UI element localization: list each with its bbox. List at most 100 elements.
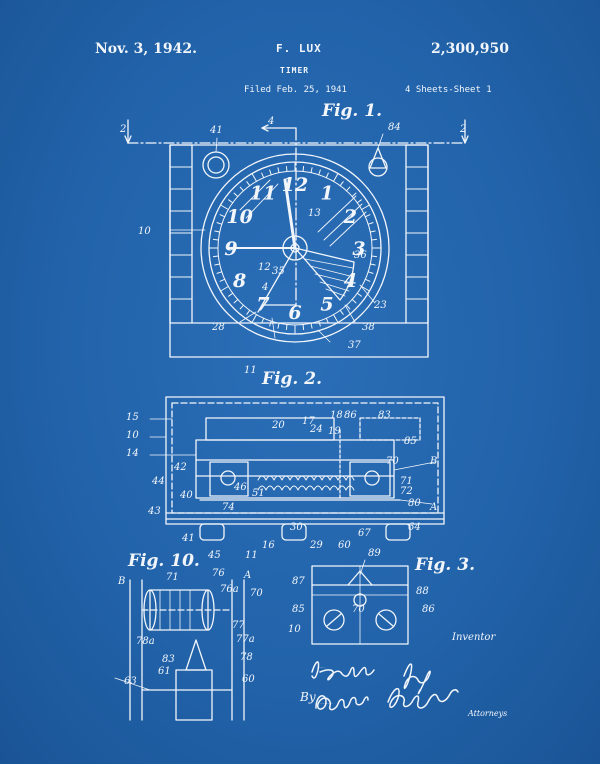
- dial-numeral: 5: [320, 293, 333, 315]
- dial-tick: [269, 169, 272, 176]
- dial-tick: [361, 286, 370, 292]
- ref-numeral-fig1: 13: [308, 208, 321, 219]
- dial-tick: [346, 304, 351, 310]
- dial-tick: [371, 238, 378, 241]
- dial-tick: [333, 314, 339, 323]
- ref-numeral-fig1: 11: [244, 365, 257, 376]
- dial-tick: [216, 271, 223, 274]
- ref-numeral-fig2: 51: [252, 488, 265, 499]
- dial-tick: [369, 263, 376, 266]
- dial-tick: [261, 317, 265, 324]
- ref-numeral-fig3: 88: [416, 586, 429, 597]
- dial-tick: [214, 230, 221, 233]
- inventor-signature: [311, 661, 431, 695]
- dial-tick: [356, 199, 362, 204]
- dial-tick: [220, 286, 229, 292]
- ref-numeral-fig10: 78: [240, 652, 253, 663]
- ref-numeral-fig2: 17: [302, 416, 315, 427]
- ref-numeral-fig2: 30: [290, 522, 303, 533]
- ref-numeral-fig10: B: [117, 576, 125, 587]
- ref-numeral-fig1: 10: [138, 226, 151, 237]
- dial-tick: [251, 173, 257, 182]
- dial-tick: [333, 173, 339, 182]
- dial-numeral: 1: [320, 183, 333, 205]
- dial-numeral: 6: [288, 302, 301, 324]
- dial-tick: [285, 165, 288, 172]
- ref-numeral-fig2: 19: [328, 426, 341, 437]
- ref-numeral-fig10: 78a: [136, 636, 155, 647]
- figure-3-label: Fig. 3.: [415, 555, 475, 575]
- ref-numeral-fig2: 20: [271, 420, 285, 431]
- ref-numeral-fig2: 64: [408, 522, 421, 533]
- dial-tick: [246, 309, 251, 315]
- ref-numeral-fig2: 70: [386, 456, 399, 467]
- ref-numeral-fig1: 37: [348, 340, 361, 351]
- ref-numeral-fig2: 60: [338, 540, 351, 551]
- ref-numeral-fig10: 77: [232, 620, 245, 631]
- dial-numeral: 3: [352, 238, 365, 260]
- dial-numeral: 9: [224, 238, 237, 260]
- dial-tick: [228, 199, 234, 204]
- ref-numeral-fig2: 80: [408, 498, 421, 509]
- ref-numeral-fig2: 14: [126, 448, 139, 459]
- ref-numeral-fig2: 46: [233, 482, 247, 493]
- dial-tick: [367, 222, 374, 225]
- ref-numeral-fig2: A: [429, 502, 437, 513]
- ref-numeral-fig2: 72: [400, 486, 413, 497]
- filing-date: Filed Feb. 25, 1941: [244, 85, 347, 95]
- inventor-signature-text: Frederick Lux: [317, 667, 326, 669]
- dial-tick: [220, 204, 229, 210]
- dial-tick: [369, 230, 376, 233]
- ref-numeral-fig2: 29: [309, 540, 323, 551]
- sheet-count: 4 Sheets-Sheet 1: [405, 85, 492, 95]
- dial-tick: [269, 320, 272, 327]
- ref-numeral-fig3: 10: [288, 624, 301, 635]
- dial-tick: [251, 314, 257, 323]
- ref-numeral-fig1: 2: [119, 124, 126, 135]
- ref-numeral-fig3: 87: [292, 576, 305, 587]
- figure-1-label: Fig. 1.: [322, 101, 382, 121]
- fig10-drawing: [114, 579, 245, 721]
- dial-tick: [346, 186, 351, 192]
- inventor-label: Inventor: [452, 632, 496, 643]
- ref-numeral-fig1: 2: [459, 124, 466, 135]
- patent-date: Nov. 3, 1942.: [95, 41, 197, 57]
- dial-tick: [361, 204, 370, 210]
- ref-numeral-fig10: 71: [166, 572, 179, 583]
- fig3-drawing: [311, 559, 409, 645]
- dial-tick: [239, 186, 244, 192]
- dial-numeral: 12: [282, 174, 308, 196]
- dial-tick: [351, 299, 357, 304]
- dial-tick: [318, 169, 321, 176]
- dial-tick: [325, 317, 329, 324]
- ref-numeral-fig1: 41: [209, 125, 223, 136]
- dial-tick: [339, 309, 344, 315]
- dial-tick: [277, 322, 280, 329]
- ref-numeral-fig1: 28: [211, 322, 225, 333]
- ref-numeral-fig2: 41: [181, 533, 195, 544]
- ref-numeral-fig1: 23: [373, 300, 387, 311]
- ref-numeral-fig2: 18: [330, 410, 343, 421]
- dial-tick: [371, 255, 378, 258]
- ref-numeral-fig2: 86: [344, 410, 357, 421]
- ref-numeral-fig3: 70: [352, 604, 365, 615]
- dial-tick: [364, 278, 371, 282]
- ref-numeral-fig2: 85: [404, 436, 417, 447]
- dial-tick: [356, 292, 362, 297]
- dial-numeral: 11: [250, 183, 276, 205]
- dial-tick-marks: [208, 161, 382, 335]
- ref-numeral-fig2: 42: [173, 462, 187, 473]
- dial-tick: [219, 214, 226, 218]
- dial-tick: [228, 292, 234, 297]
- dial-tick: [364, 214, 371, 218]
- ref-numeral-fig10: 61: [158, 666, 171, 677]
- patent-title: TIMER: [280, 66, 310, 75]
- dial-numeral: 10: [226, 206, 252, 228]
- ref-numeral-fig2: 83: [378, 410, 391, 421]
- dial-tick: [367, 271, 374, 274]
- ref-numeral-fig1: 38: [362, 322, 375, 333]
- dial-tick: [277, 167, 280, 174]
